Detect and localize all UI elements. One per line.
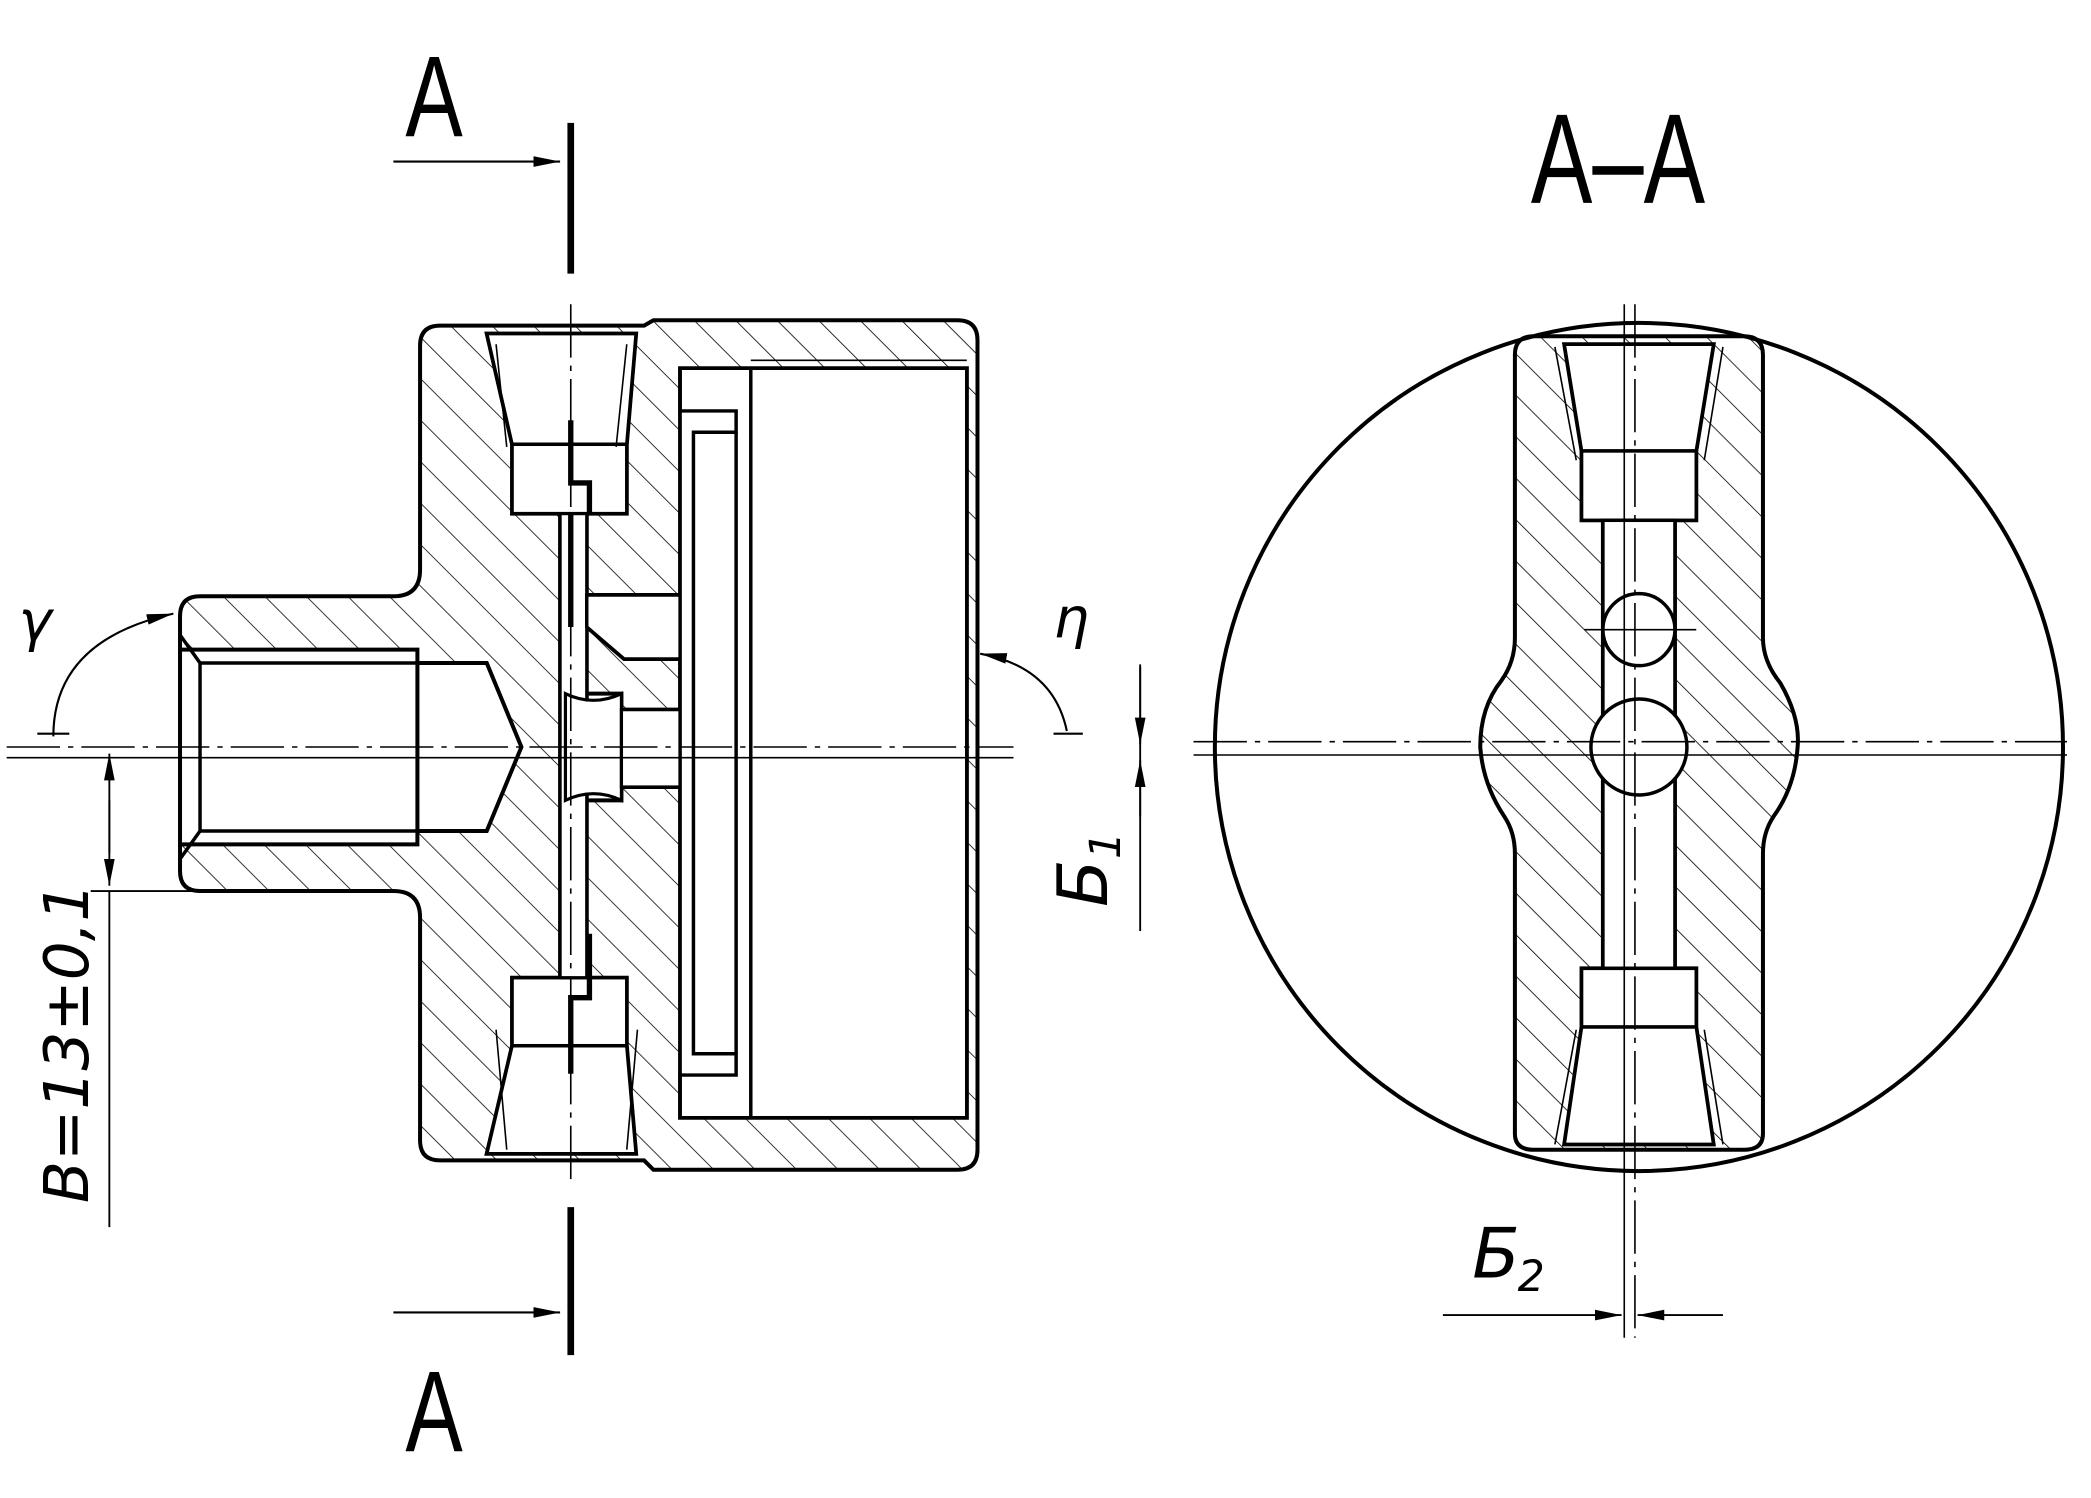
insert-ring (749, 366, 969, 1120)
center-lines-main (6, 304, 1014, 1185)
dimension-b (90, 753, 401, 1228)
dim-b2-subscript: 2 (1518, 1252, 1545, 1302)
dimension-b1-label: Б 1 (1044, 832, 1131, 907)
dim-b1-subscript: 1 (1081, 832, 1131, 859)
taper-upper-outline (484, 331, 638, 447)
side-bore-upper (585, 593, 685, 661)
central-channel (558, 420, 685, 1074)
angle-gamma-label: γ (19, 589, 55, 654)
taper-thin-lines (1554, 346, 1724, 1145)
counterbore-top-section (1579, 449, 1699, 523)
tapered-hole-bottom (484, 975, 639, 1156)
angle-eta: η (979, 587, 1089, 735)
tapered-hole-top (484, 331, 638, 516)
section-title: А–А (1531, 87, 1706, 230)
angle-gamma: γ (19, 589, 174, 737)
thread-chamfer-bottom (178, 830, 202, 861)
cut-letter-top: А (405, 33, 463, 161)
cut-letter-bottom: А (405, 1348, 463, 1476)
section-view-a-a: А–А Б 2 (1193, 87, 2067, 1338)
cup-cavity (678, 359, 969, 1120)
large-round-hole (1589, 697, 1689, 797)
dim-b2-letter: Б (1472, 1215, 1520, 1295)
taper-top-section (1562, 342, 1716, 453)
taper-lower-thin (495, 1029, 639, 1150)
cross-hole-passage (619, 708, 685, 789)
rib-holes (1554, 342, 1724, 1147)
counterbore-bottom-section (1579, 966, 1699, 1029)
angle-gamma-arc (52, 612, 174, 737)
cutting-plane-marks: А А (393, 33, 575, 1476)
cavity-main (678, 366, 969, 1120)
insert-flange-top (678, 368, 738, 1118)
dim-b1-letter: Б (1044, 859, 1124, 907)
taper-bottom-section (1562, 1025, 1716, 1147)
taper-upper-thin (495, 344, 628, 448)
drill-point-top (485, 662, 524, 748)
angle-eta-arc (979, 652, 1068, 732)
thread-chamfer-top (178, 633, 202, 664)
break-line-lower (568, 933, 593, 1074)
center-lines-section (1193, 304, 2067, 1338)
dimension-b-label: B=13±0,1 (32, 883, 103, 1203)
taper-lower-outline (484, 1043, 638, 1156)
angle-eta-label: η (1054, 587, 1089, 652)
drill-point-bottom (485, 746, 524, 832)
threaded-bore (178, 633, 524, 861)
main-section-view: А А (6, 33, 1146, 1476)
